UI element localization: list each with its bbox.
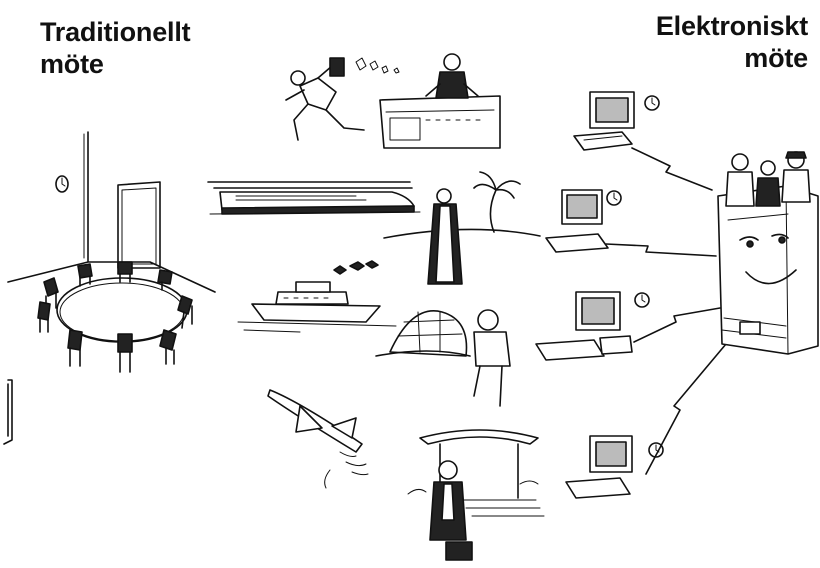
airplane-icon	[267, 389, 369, 489]
computer-with-clock-4	[565, 435, 664, 499]
electronic-meeting-heading: Elektroniskt möte	[656, 10, 808, 74]
network-connections	[605, 147, 727, 475]
conference-room-illustration	[3, 131, 216, 445]
wall-clock-icon	[55, 175, 69, 193]
clock-icon	[634, 292, 650, 308]
clock-icon	[606, 190, 622, 206]
meeting-server-cabinet	[717, 151, 819, 355]
traditional-meeting-heading: Traditionellt möte	[40, 16, 191, 80]
igloo-and-eskimo-icon	[375, 309, 511, 407]
chair-group	[37, 261, 193, 373]
pagoda-and-traveler-icon	[407, 429, 545, 561]
electronic-heading-line1: Elektroniskt	[655, 11, 808, 41]
electronic-heading-line2: möte	[744, 43, 808, 73]
running-businessman-icon	[285, 57, 400, 141]
businessman-at-desk-icon	[379, 53, 501, 149]
traditional-heading-line2: möte	[40, 49, 104, 79]
sheikh-and-palm-icon	[383, 171, 541, 285]
traditional-heading-line1: Traditionellt	[40, 17, 191, 47]
train-icon	[207, 181, 421, 215]
computer-with-clock-2	[545, 189, 622, 253]
people-on-server	[725, 151, 811, 207]
ship-icon	[237, 260, 397, 333]
computer-with-clock-1	[573, 91, 660, 151]
computer-with-clock-3	[535, 291, 650, 361]
clock-icon	[644, 95, 660, 111]
